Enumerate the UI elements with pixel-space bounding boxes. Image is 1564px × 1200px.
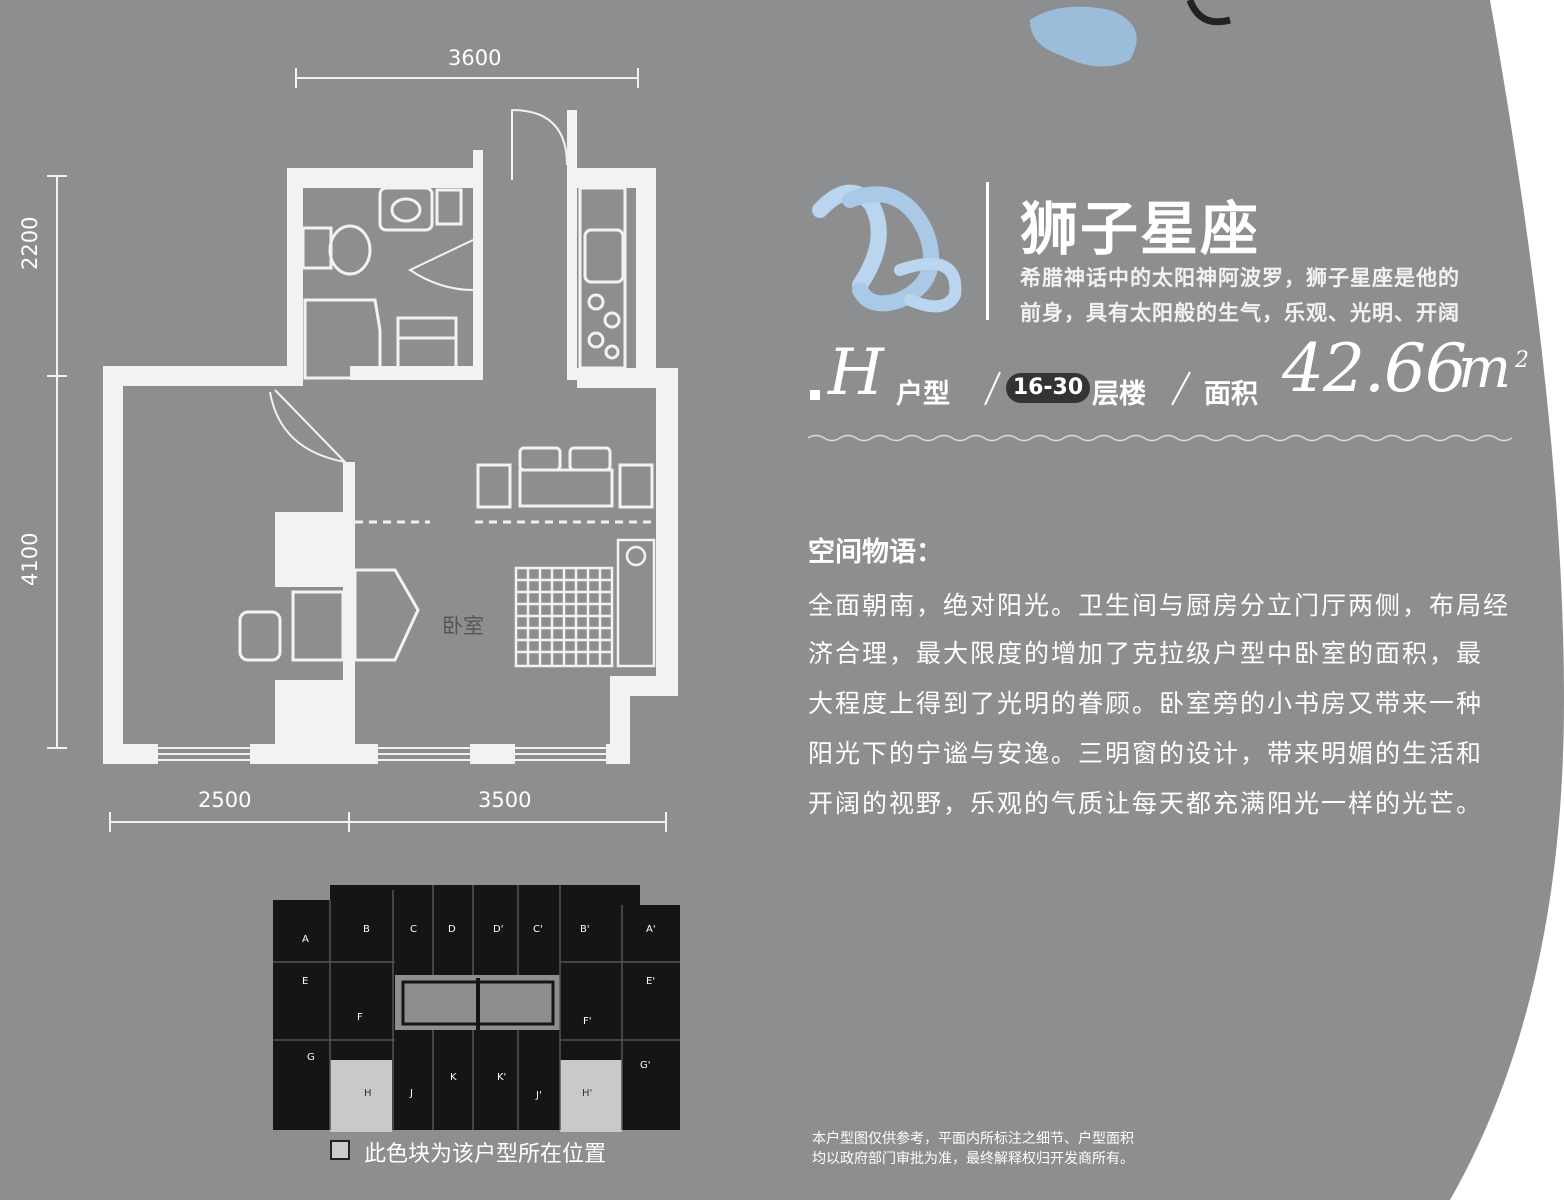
wall xyxy=(287,168,303,380)
keyplan-unit-label: J xyxy=(410,1088,413,1099)
kitchen-counter xyxy=(578,186,627,370)
dimension-bottom-left: 2500 xyxy=(198,788,252,812)
area-label: 面积 xyxy=(1204,379,1258,410)
wall xyxy=(287,168,475,188)
unit-type-label: 户型 xyxy=(896,379,950,410)
washing-machine xyxy=(396,316,458,376)
dimension-left-bottom: 4100 xyxy=(18,532,42,586)
keyplan-unit-label: J' xyxy=(536,1090,542,1101)
wall xyxy=(656,368,678,696)
floor-range: 16-30 xyxy=(1012,375,1084,400)
shower xyxy=(303,298,382,380)
wall xyxy=(567,110,577,380)
story-line: 济合理，最大限度的增加了克拉级户型中卧室的面积，最 xyxy=(808,639,1484,668)
wall xyxy=(577,368,677,388)
header-divider xyxy=(986,182,989,320)
wall xyxy=(103,366,123,764)
study-chair xyxy=(238,610,282,662)
intro-line: 希腊神话中的太阳神阿波罗，狮子星座是他的 xyxy=(1020,266,1460,290)
keyplan-unit-label: D' xyxy=(493,924,504,935)
keyplan-unit-label: C xyxy=(410,924,417,935)
keyplan-highlight-H xyxy=(330,1060,392,1132)
top-blue-splash-icon xyxy=(1030,6,1137,67)
floor-badge xyxy=(1006,373,1090,403)
sign-title: 狮子星座 xyxy=(1020,195,1261,263)
room-label-bedroom: 卧室 xyxy=(442,614,484,638)
area-value: 42.66 xyxy=(1282,330,1467,407)
wall xyxy=(103,744,158,764)
story-line: 大程度上得到了光明的眷顾。卧室旁的小书房又带来一种 xyxy=(808,689,1484,718)
washbasin xyxy=(378,186,434,232)
unit-letter: H xyxy=(828,336,884,410)
area-unit: m xyxy=(1458,336,1512,401)
keyplan-unit-label: G' xyxy=(640,1060,651,1071)
study-armchair xyxy=(353,568,420,662)
keyplan-unit-label: A' xyxy=(646,924,656,935)
wall xyxy=(275,680,350,750)
keyplan-unit-label: F xyxy=(357,1012,363,1023)
wall xyxy=(470,744,515,764)
disclaimer-line: 均以政府部门审批为准，最终解释权归开发商所有。 xyxy=(812,1151,1134,1167)
area-unit-superscript: 2 xyxy=(1515,348,1529,373)
floor-label: 层楼 xyxy=(1092,379,1146,410)
dining-table xyxy=(518,468,614,508)
keyplan-unit-label: K xyxy=(450,1072,457,1083)
wardrobe xyxy=(616,538,656,668)
wall xyxy=(473,150,483,380)
keyplan-unit-label: E xyxy=(302,976,309,987)
unit-slash-2 xyxy=(1171,371,1191,406)
legend-swatch xyxy=(330,1140,350,1160)
keyplan-unit-label: F' xyxy=(583,1016,592,1027)
story-line: 全面朝南，绝对阳光。卫生间与厨房分立门厅两侧，布局经 xyxy=(808,591,1511,620)
keyplan-unit-label: K' xyxy=(497,1072,507,1083)
legend-text: 此色块为该户型所在位置 xyxy=(364,1142,607,1167)
keyplan-unit-label-highlighted: H xyxy=(364,1088,372,1099)
keyplan-unit-label: B xyxy=(363,924,370,935)
dimension-left-top: 2200 xyxy=(18,216,42,270)
wall xyxy=(103,366,303,386)
keyplan-unit-label: G xyxy=(307,1052,315,1063)
kitchen-sink xyxy=(583,228,625,284)
keyplan-unit-label: C' xyxy=(533,924,543,935)
key-plan xyxy=(273,885,680,1132)
intro-line: 前身，具有太阳般的生气，乐观、光明、开阔 xyxy=(1020,301,1460,325)
entry-door xyxy=(511,108,568,180)
keyplan-unit-label: A xyxy=(302,934,309,945)
unit-dot xyxy=(810,390,820,400)
bathroom-door xyxy=(407,239,474,291)
leo-zodiac-icon xyxy=(812,184,962,313)
disclaimer-line: 本户型图仅供参考，平面内所标注之细节、户型面积 xyxy=(812,1131,1134,1147)
keyplan-unit-label: E' xyxy=(646,976,656,987)
dimension-bottom-right: 3500 xyxy=(478,788,532,812)
bedroom-door xyxy=(269,389,348,464)
story-heading: 空间物语： xyxy=(808,537,943,568)
wall xyxy=(275,512,350,587)
wavy-divider xyxy=(807,434,1513,442)
wall xyxy=(577,168,655,188)
keyplan-unit-label-highlighted: H' xyxy=(582,1088,593,1099)
keyplan-unit-label: B' xyxy=(580,924,590,935)
story-line: 开阔的视野，乐观的气质让每天都充满阳光一样的光芒。 xyxy=(808,789,1484,818)
wall xyxy=(610,676,630,764)
unit-slash-1 xyxy=(984,371,1001,406)
study-desk xyxy=(291,590,345,662)
wall xyxy=(636,168,656,388)
keyplan-highlight-H-prime xyxy=(560,1060,622,1132)
story-line: 阳光下的宁谧与安逸。三明窗的设计，带来明媚的生活和 xyxy=(808,739,1484,768)
dimension-top: 3600 xyxy=(448,46,502,70)
top-dark-glyph-icon xyxy=(1186,0,1231,26)
keyplan-unit-label: D xyxy=(448,924,456,935)
floor-plan xyxy=(47,68,678,832)
